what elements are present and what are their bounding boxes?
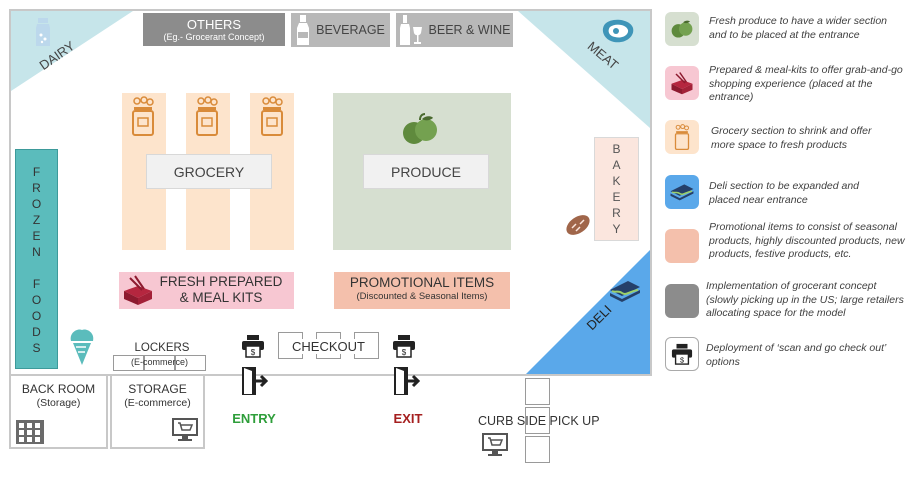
beverage-section: BEVERAGE [291, 13, 390, 47]
frozen-foods-label: F R O Z E N F O O D S [15, 164, 58, 356]
produce-label: PRODUCE [363, 154, 489, 189]
svg-text:$: $ [680, 355, 684, 364]
curbside-bay [525, 378, 550, 405]
legend-meal-kit-swatch [665, 66, 699, 100]
fresh-prepared-line2: & MEAL KITS [179, 290, 263, 305]
curbside-label: CURB SIDE PICK UP [478, 414, 600, 428]
legend-item-meal-kit: Prepared & meal-kits to offer grab-and-g… [709, 64, 903, 103]
frozen-letter: O [31, 197, 42, 211]
beer-wine-section: BEER & WINE [396, 13, 513, 47]
lockers-title: LOCKERS [134, 342, 190, 354]
fresh-prepared-line1: FRESH PREPARED [159, 274, 283, 289]
svg-text:$: $ [251, 348, 256, 357]
promotional-section: PROMOTIONAL ITEMS (Discounted & Seasonal… [334, 272, 510, 309]
bakery-letter: R [612, 206, 621, 220]
grocery-jar-icon [674, 124, 690, 150]
legend-item-scan-checkout: Deployment of ‘scan and go check out’ op… [706, 342, 886, 368]
curbside-bay [525, 436, 550, 463]
entry-label: ENTRY [232, 411, 276, 426]
fresh-prepared-label: FRESH PREPARED & MEAL KITS [150, 274, 292, 306]
lockers-subtitle: (E-commerce) [130, 357, 188, 367]
grocery-jar-icon [132, 96, 154, 136]
frozen-letter: N [32, 245, 41, 259]
storage-room [110, 376, 205, 449]
legend-item-produce: Fresh produce to have a wider section an… [709, 15, 888, 41]
ecommerce-cart-icon [172, 418, 198, 441]
produce-apple-icon [671, 20, 693, 38]
legend-scan-checkout-swatch: $ [665, 337, 699, 371]
locker-box [113, 355, 144, 371]
locker-box [175, 355, 206, 371]
sandwich-icon [670, 184, 694, 201]
bakery-letter: B [612, 142, 621, 156]
frozen-letter: O [31, 293, 42, 307]
legend-produce-swatch [665, 12, 699, 46]
grocery-jar-icon [196, 96, 218, 136]
bakery-label: B A K E R Y [594, 141, 639, 237]
legend-item-promotional: Promotional items to consist of seasonal… [709, 221, 905, 260]
promotional-title: PROMOTIONAL ITEMS [349, 275, 495, 290]
grocery-jar-icon [261, 96, 283, 136]
produce-apple-icon [403, 113, 437, 144]
warehouse-shelves-icon [16, 420, 44, 444]
legend-item-grocery: Grocery section to shrink and offer more… [711, 125, 872, 151]
checkout-label: CHECKOUT [280, 339, 377, 354]
promotional-subtitle: (Discounted & Seasonal Items) [356, 291, 488, 302]
frozen-letter: F [32, 277, 41, 291]
locker-box [144, 355, 175, 371]
scan-checkout-icon: $ [671, 343, 693, 365]
others-subtitle: (Eg.- Grocerant Concept) [163, 32, 265, 42]
legend-deli-swatch [665, 175, 699, 209]
frozen-letter: O [31, 309, 42, 323]
others-grocerant-section: OTHERS (Eg.- Grocerant Concept) [143, 13, 285, 46]
frozen-spacer [15, 260, 58, 276]
grocerant-swatch-icon [665, 284, 699, 318]
svg-text:$: $ [402, 348, 407, 357]
others-title: OTHERS [186, 17, 242, 32]
legend-item-deli: Deli section to be expanded and placed n… [709, 180, 860, 206]
promo-swatch-icon [665, 229, 699, 263]
beer-wine-label: BEER & WINE [428, 23, 511, 37]
bakery-letter: Y [612, 222, 621, 236]
milk-bottle-icon [36, 18, 50, 46]
back-room [9, 376, 108, 449]
bread-icon [566, 215, 590, 235]
frozen-letter: R [32, 181, 41, 195]
storage-subtitle: (E-commerce) [124, 397, 191, 409]
bakery-letter: K [612, 174, 621, 188]
legend-grocery-swatch [665, 120, 699, 154]
meal-kit-icon [671, 72, 693, 95]
wine-bottle-glass-icon [399, 15, 422, 45]
meal-kit-icon [124, 275, 152, 305]
bakery-section [594, 137, 639, 241]
steak-icon [602, 19, 634, 43]
frozen-letter: F [32, 165, 41, 179]
deli-section [526, 250, 650, 374]
store-floor [9, 9, 652, 376]
frozen-letter: D [32, 325, 41, 339]
ecommerce-cart-icon [482, 433, 508, 456]
back-room-title: BACK ROOM [21, 382, 96, 396]
frozen-letter: E [32, 229, 41, 243]
legend-item-grocerant: Implementation of grocerant concept (slo… [706, 280, 904, 319]
back-room-subtitle: (Storage) [36, 397, 81, 409]
ice-cream-icon [70, 329, 94, 365]
beverage-label: BEVERAGE [316, 23, 385, 37]
grocery-label: GROCERY [146, 154, 272, 189]
entry-door-icon [242, 367, 268, 395]
exit-label: EXIT [393, 411, 423, 426]
frozen-letter: S [32, 341, 41, 355]
scan-checkout-icon: $ [242, 335, 264, 358]
bottle-icon [297, 15, 310, 45]
frozen-letter: Z [32, 213, 41, 227]
scan-checkout-icon: $ [393, 335, 415, 358]
curbside-bay [525, 407, 550, 434]
frozen-foods-section [15, 149, 58, 369]
bakery-letter: E [612, 190, 621, 204]
storage-title: STORAGE [128, 382, 187, 396]
exit-door-icon [394, 367, 420, 395]
bakery-letter: A [612, 158, 621, 172]
sandwich-icon [610, 281, 640, 302]
